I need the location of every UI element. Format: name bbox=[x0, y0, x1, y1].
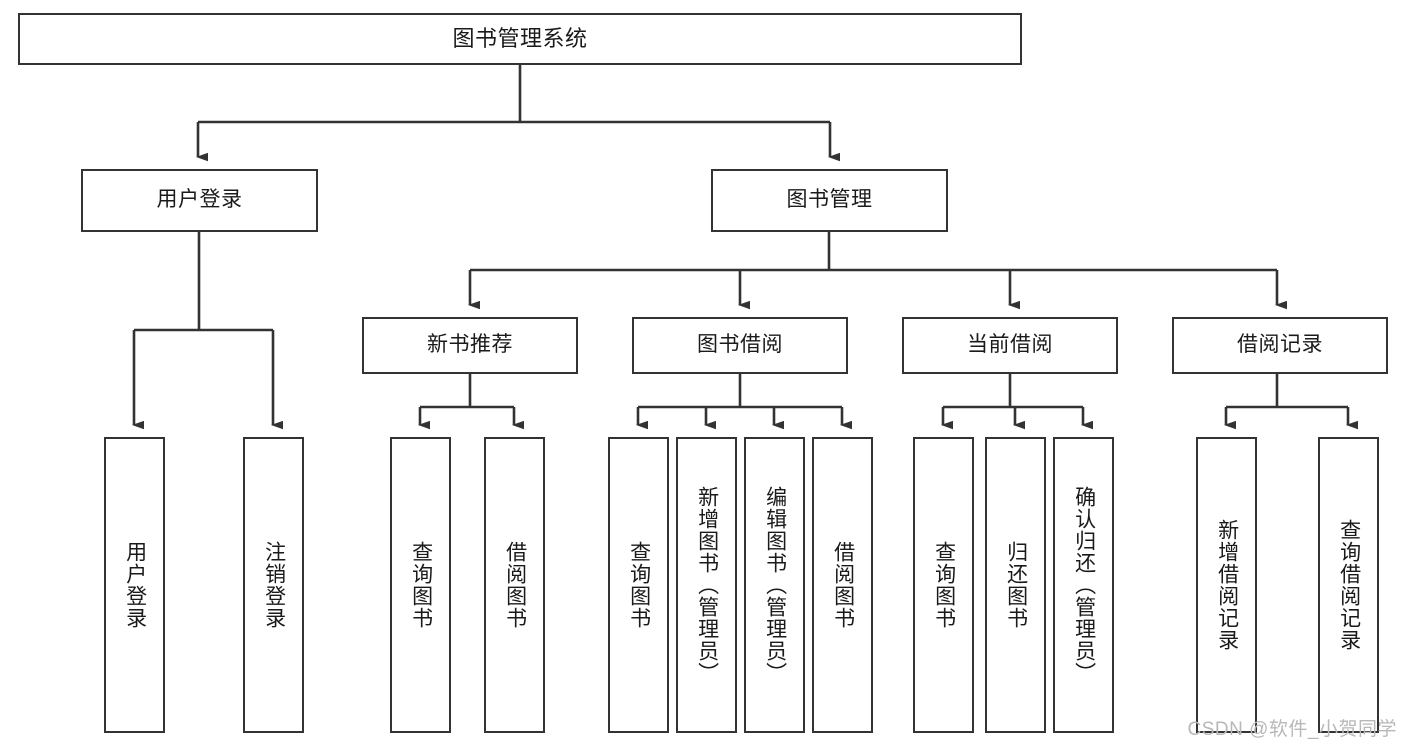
node-label: 注销登录 bbox=[262, 541, 286, 629]
node-current-borrow[interactable]: 当前借阅 bbox=[902, 317, 1118, 374]
node-label: 新增图书（管理员） bbox=[695, 486, 719, 684]
node-new-book-recommend[interactable]: 新书推荐 bbox=[362, 317, 578, 374]
leaf-confirm-return[interactable]: 确认归还（管理员） bbox=[1053, 437, 1114, 733]
leaf-logout-login[interactable]: 注销登录 bbox=[243, 437, 304, 733]
leaf-borrow-book[interactable]: 借阅图书 bbox=[812, 437, 873, 733]
node-book-management[interactable]: 图书管理 bbox=[711, 169, 948, 232]
leaf-add-book[interactable]: 新增图书（管理员） bbox=[676, 437, 737, 733]
node-label: 图书管理系统 bbox=[452, 26, 588, 52]
node-book-management-system[interactable]: 图书管理系统 bbox=[18, 13, 1022, 65]
leaf-query-book-current[interactable]: 查询图书 bbox=[913, 437, 974, 733]
node-label: 用户登录 bbox=[156, 188, 243, 212]
leaf-query-book-borrow[interactable]: 查询图书 bbox=[608, 437, 669, 733]
node-label: 图书借阅 bbox=[697, 333, 783, 357]
leaf-return-book[interactable]: 归还图书 bbox=[985, 437, 1046, 733]
node-label: 查询图书 bbox=[627, 541, 651, 629]
node-borrow-record[interactable]: 借阅记录 bbox=[1172, 317, 1388, 374]
leaf-query-borrow-record[interactable]: 查询借阅记录 bbox=[1318, 437, 1379, 733]
node-label: 图书管理 bbox=[786, 188, 873, 212]
node-label: 用户登录 bbox=[123, 541, 147, 629]
node-book-borrow[interactable]: 图书借阅 bbox=[632, 317, 848, 374]
node-label: 借阅图书 bbox=[503, 541, 527, 629]
node-label: 归还图书 bbox=[1004, 541, 1028, 629]
leaf-borrow-book-recommend[interactable]: 借阅图书 bbox=[484, 437, 545, 733]
node-user-login[interactable]: 用户登录 bbox=[81, 169, 318, 232]
node-label: 当前借阅 bbox=[967, 333, 1053, 357]
node-label: 借阅图书 bbox=[831, 541, 855, 629]
leaf-add-borrow-record[interactable]: 新增借阅记录 bbox=[1196, 437, 1257, 733]
node-label: 查询图书 bbox=[932, 541, 956, 629]
node-label: 查询借阅记录 bbox=[1337, 519, 1361, 651]
node-label: 借阅记录 bbox=[1237, 333, 1323, 357]
csdn-watermark: CSDN @软件_小贺同学 bbox=[1187, 719, 1397, 740]
leaf-query-book-recommend[interactable]: 查询图书 bbox=[390, 437, 451, 733]
leaf-user-login[interactable]: 用户登录 bbox=[104, 437, 165, 733]
node-label: 确认归还（管理员） bbox=[1072, 486, 1096, 684]
node-label: 编辑图书（管理员） bbox=[763, 486, 787, 684]
node-label: 查询图书 bbox=[409, 541, 433, 629]
node-label: 新增借阅记录 bbox=[1215, 519, 1239, 651]
node-label: 新书推荐 bbox=[427, 333, 513, 357]
leaf-edit-book[interactable]: 编辑图书（管理员） bbox=[744, 437, 805, 733]
